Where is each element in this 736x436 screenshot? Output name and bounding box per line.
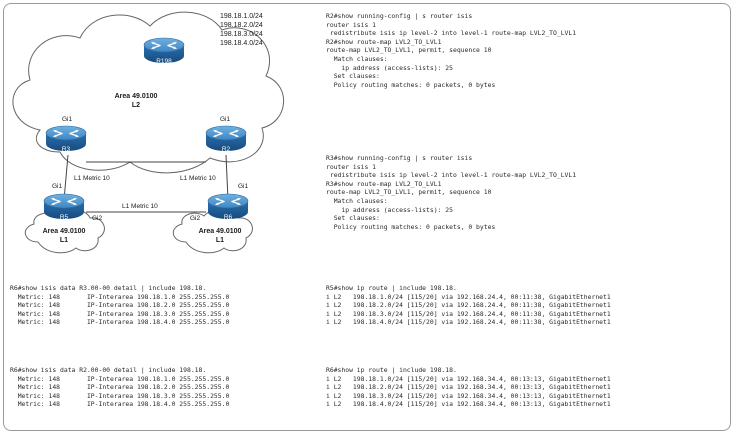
cli-line: Match clauses: [326, 54, 388, 63]
cli-line: Metric: 148 IP-Interarea 198.18.4.0 255.… [10, 400, 230, 409]
cli-line: R6#show isis data R2.00-00 detail | incl… [10, 366, 207, 374]
r6-area-level: L1 [216, 237, 224, 244]
cli-line: Metric: 148 IP-Interarea 198.18.3.0 255.… [10, 309, 230, 318]
cli-line: Set clauses: [326, 214, 380, 223]
l2-area-name: Area 49.0100 [115, 93, 158, 100]
l2-area-level: L2 [132, 102, 140, 109]
router-r2-label: R2 [222, 146, 231, 153]
cli-line: i L2 198.18.2.0/24 [115/20] via 192.168.… [326, 301, 611, 310]
cli-line: Metric: 148 IP-Interarea 198.18.2.0 255.… [10, 301, 230, 310]
cli-line: R6#show isis data R3.00-00 detail | incl… [10, 284, 207, 292]
r6-area-name: Area 49.0100 [199, 228, 242, 235]
r5-ip-route-output: R5#show ip route | include 198.18.i L2 1… [326, 284, 611, 327]
cli-line: redistribute isis ip level-2 into level-… [326, 171, 577, 180]
cli-line: Policy routing matches: 0 packets, 0 byt… [326, 222, 496, 231]
cli-line: route-map LVL2_TO_LVL1, permit, sequence… [326, 188, 492, 197]
route-prefix: 198.18.2.0/24 [220, 22, 263, 29]
r6-interface-label: Gi1 [238, 183, 249, 190]
cli-line: router isis 1 [326, 20, 377, 29]
route-prefix: 198.18.1.0/24 [220, 13, 263, 20]
link-r3-r5 [63, 154, 69, 201]
cli-line: i L2 198.18.3.0/24 [115/20] via 192.168.… [326, 391, 611, 400]
cli-line: Metric: 148 IP-Interarea 198.18.1.0 255.… [10, 292, 230, 301]
cli-line: ip address (access-lists): 25 [326, 63, 453, 72]
link-metric-r5-r6: L1 Metric 10 [122, 203, 158, 210]
cli-line: Metric: 148 IP-Interarea 198.18.2.0 255.… [10, 383, 230, 392]
router-r198-label: R198 [156, 58, 172, 65]
cli-line: Match clauses: [326, 196, 388, 205]
cli-line: R2#show running-config | s router isis [326, 12, 473, 20]
router-r3-label: R3 [62, 146, 71, 153]
r5-interface-label: Gi1 [52, 183, 63, 190]
link-metric-r2-r6: L1 Metric 10 [180, 175, 216, 182]
r6-gi2-label: Gi2 [190, 215, 201, 222]
cli-line: i L2 198.18.3.0/24 [115/20] via 192.168.… [326, 309, 611, 318]
cli-line: redistribute isis ip level-2 into level-… [326, 29, 577, 38]
cli-line: route-map LVL2_TO_LVL1, permit, sequence… [326, 46, 492, 55]
link-r2-r6 [225, 154, 229, 201]
r5-area-level: L1 [60, 237, 68, 244]
cli-line: Set clauses: [326, 72, 380, 81]
route-prefix: 198.18.3.0/24 [220, 31, 263, 38]
r5-area-name: Area 49.0100 [43, 228, 86, 235]
cli-line: i L2 198.18.1.0/24 [115/20] via 192.168.… [326, 292, 611, 301]
cli-line: Policy routing matches: 0 packets, 0 byt… [326, 80, 496, 89]
r6-isis-database-r3-output: R6#show isis data R3.00-00 detail | incl… [10, 284, 229, 327]
network-topology-diagram: R198 R3 R2 R5 R6 198.18.1.0/24 198.18.2.… [12, 11, 284, 254]
r2-interface-label: Gi1 [220, 116, 231, 123]
link-metric-r3-r5: L1 Metric 10 [74, 175, 110, 182]
cli-line: Metric: 148 IP-Interarea 198.18.1.0 255.… [10, 374, 230, 383]
r6-isis-database-r2-output: R6#show isis data R2.00-00 detail | incl… [10, 366, 229, 409]
r3-interface-label: Gi1 [62, 116, 73, 123]
cli-line: i L2 198.18.2.0/24 [115/20] via 192.168.… [326, 383, 611, 392]
cli-line: i L2 198.18.1.0/24 [115/20] via 192.168.… [326, 374, 611, 383]
cli-line: i L2 198.18.4.0/24 [115/20] via 192.168.… [326, 318, 611, 327]
route-prefix: 198.18.4.0/24 [220, 40, 263, 47]
router-r5-label: R5 [60, 214, 69, 221]
router-r6-label: R6 [224, 214, 233, 221]
cli-line: R5#show ip route | include 198.18. [326, 284, 457, 292]
cli-line: R3#show route-map LVL2_TO_LVL1 [326, 179, 442, 188]
r5-gi2-label: Gi2 [92, 215, 103, 222]
cli-line: R6#show ip route | include 198.18. [326, 366, 457, 374]
cli-line: Metric: 148 IP-Interarea 198.18.3.0 255.… [10, 391, 230, 400]
cli-line: i L2 198.18.4.0/24 [115/20] via 192.168.… [326, 400, 611, 409]
r6-ip-route-output: R6#show ip route | include 198.18.i L2 1… [326, 366, 611, 409]
cli-line: R2#show route-map LVL2_TO_LVL1 [326, 37, 442, 46]
cli-line: R3#show running-config | s router isis [326, 154, 473, 162]
cli-line: router isis 1 [326, 162, 377, 171]
cli-line: Metric: 148 IP-Interarea 198.18.4.0 255.… [10, 318, 230, 327]
cli-line: ip address (access-lists): 25 [326, 205, 453, 214]
l1-area-cloud-r5 [24, 209, 105, 254]
